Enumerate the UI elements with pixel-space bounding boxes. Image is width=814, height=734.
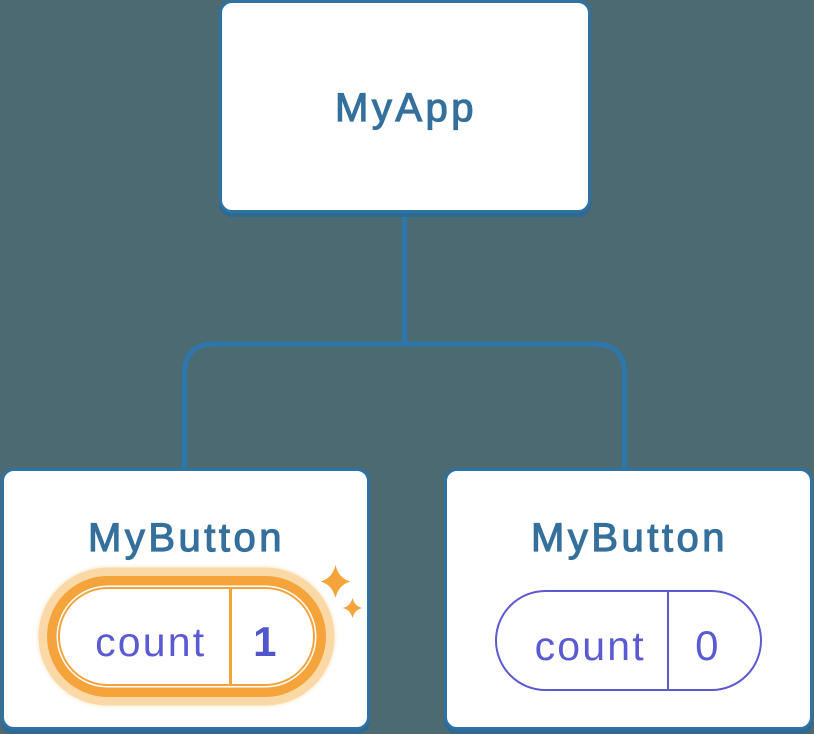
state-pill-count-plain: count 0 xyxy=(494,589,762,691)
state-pill-count-highlighted: count 1 xyxy=(58,587,315,686)
sparkle-icon xyxy=(320,565,363,618)
state-value: 1 xyxy=(228,589,314,684)
node-mybutton-left: MyButton count 1 xyxy=(1,468,370,730)
state-value: 0 xyxy=(667,591,760,689)
node-mybutton-right-label: MyButton xyxy=(530,516,728,560)
state-name-label: count xyxy=(95,618,207,665)
connector-branch-line xyxy=(182,341,627,470)
sparkle-small-star xyxy=(342,598,363,618)
sparkle-big-star xyxy=(320,565,351,598)
node-myapp-label: MyApp xyxy=(334,86,477,130)
state-name-label: count xyxy=(534,622,646,669)
node-mybutton-left-label: MyButton xyxy=(87,516,285,560)
node-myapp: MyApp xyxy=(219,0,591,213)
node-mybutton-right: MyButton count 0 xyxy=(444,468,813,730)
